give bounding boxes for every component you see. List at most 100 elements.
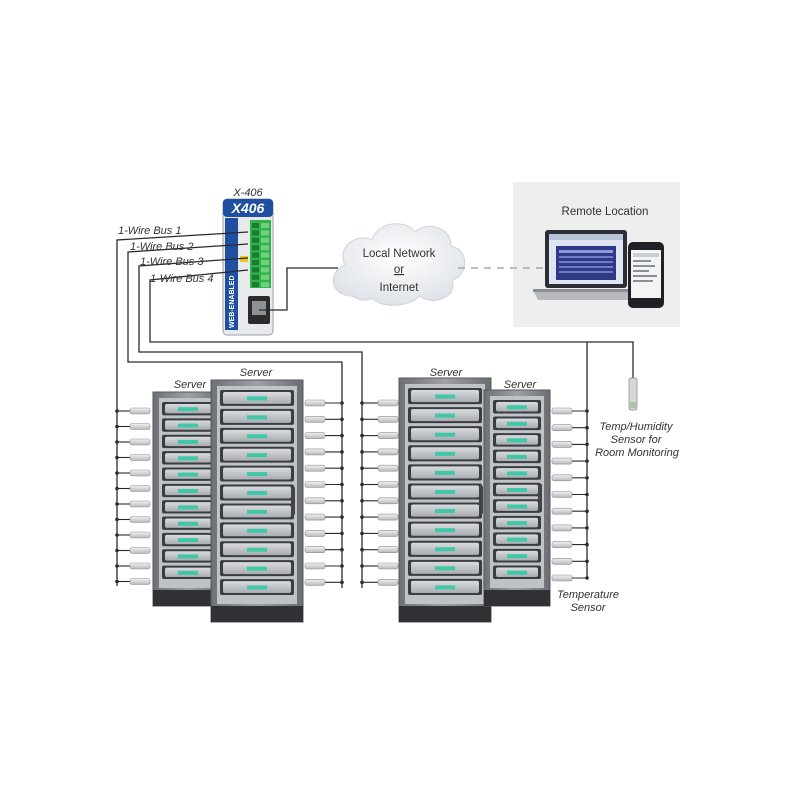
temperature-sensor-probe [360,464,399,472]
drive-led [435,394,455,399]
temperature-sensor-probe [304,399,344,407]
temperature-sensor-probe [304,578,344,586]
drive-led [435,432,455,437]
drive-led [507,421,527,426]
terminal-screw [252,274,259,280]
temperature-sensor-probe [115,423,151,430]
terminal-screws [252,223,269,288]
remote-location-panel: Remote Location [513,182,680,327]
drive-led [247,434,267,439]
temperature-sensor-probe [360,481,399,488]
temperature-sensor-probe [304,481,344,488]
room-sensor-label-line3: Room Monitoring [595,447,680,459]
drive-led [507,554,527,559]
cloud-label-line3: Internet [380,282,420,294]
server-label-1: Server [174,379,208,391]
server-rack-2 [210,379,304,623]
terminal-slot [261,230,269,236]
drive-led [435,470,455,475]
drive-led [247,396,267,401]
terminal-slot [261,245,269,251]
remote-location-title: Remote Location [562,206,649,218]
server-label-2: Server [240,367,274,379]
temperature-sensor-probe [115,407,151,415]
temperature-sensor-probe [304,464,344,472]
temperature-sensor-probe [115,578,151,585]
temperature-sensor-probe [551,491,589,498]
terminal-screw [252,252,259,258]
terminal-screw [252,260,259,265]
drive-led [247,415,267,420]
temperature-sensor-probe [360,432,399,439]
temperature-sensor-probe [115,454,151,461]
bus-label-4: 1-Wire Bus 4 [150,273,213,285]
drive-led [507,488,527,492]
drive-led [178,570,198,575]
terminal-slot [261,274,269,280]
temperature-sensor-probe [304,562,344,570]
terminal-screw [252,282,259,288]
server-label-4: Server [504,379,538,391]
temperature-sensor-probe [115,438,151,446]
laptop-icon [533,230,639,300]
temperature-sensor-probe [304,497,344,505]
temperature-sensor-probe [360,448,399,456]
drive-led [247,491,267,495]
drive-led [178,538,198,543]
drive-led [178,423,198,428]
drive-led [178,554,198,559]
terminal-slot [261,260,269,265]
drive-led [178,439,198,444]
bus-label-3: 1-Wire Bus 3 [140,256,204,268]
drive-led [507,537,527,542]
drive-led [435,547,455,552]
drive-led [178,489,198,493]
server-rack-4 [483,389,551,607]
device-side-text: WEB-ENABLED [229,276,236,329]
drive-led [435,451,455,456]
temperature-sensor-probes [115,399,589,586]
drive-led [435,585,455,590]
temperature-sensor-probe [551,574,589,582]
drive-led [435,509,455,514]
terminal-slot [261,267,269,273]
temperature-sensor-probe [360,562,399,570]
drive-led [435,413,455,418]
temperature-sensor-probe [115,469,151,477]
drive-led [435,490,455,494]
temp-sensor-label-line1: Temperature [557,589,619,601]
drive-led [435,566,455,571]
drive-led [247,509,267,514]
temperature-sensor-probe [304,448,344,456]
device-logo: X406 [231,200,265,216]
x406-controller: X406 WEB-ENABLED [222,198,274,336]
room-sensor-label-line1: Temp/Humidity [600,421,674,433]
server-label-3: Server [430,367,464,379]
drive-led [507,438,527,443]
terminal-slot [261,282,269,288]
drive-led [178,472,198,477]
terminal-screw [252,237,259,243]
drive-led [247,566,267,571]
server-rack-3 [398,377,492,623]
temperature-sensor-probe [115,547,151,554]
temperature-sensor-probe [304,530,344,537]
drive-led [507,405,527,410]
temperature-sensor-probe [551,424,589,432]
network-cloud: Local Network or Internet [332,223,466,306]
terminal-screw [252,267,259,273]
temperature-sensor-probe [551,441,589,448]
room-sensor-label-line2: Sensor for [611,434,663,446]
smartphone-icon [628,242,664,308]
terminal-slot [261,223,269,228]
drive-led [247,528,267,533]
temperature-sensor-probe [551,541,589,548]
temperature-sensor-probe [360,497,399,505]
drive-led [247,547,267,552]
drive-led [507,570,527,575]
terminal-slot [261,252,269,258]
drive-led [178,505,198,510]
temp-sensor-label-line2: Sensor [571,602,607,614]
bus-label-2: 1-Wire Bus 2 [130,241,193,253]
drive-led [507,521,527,526]
